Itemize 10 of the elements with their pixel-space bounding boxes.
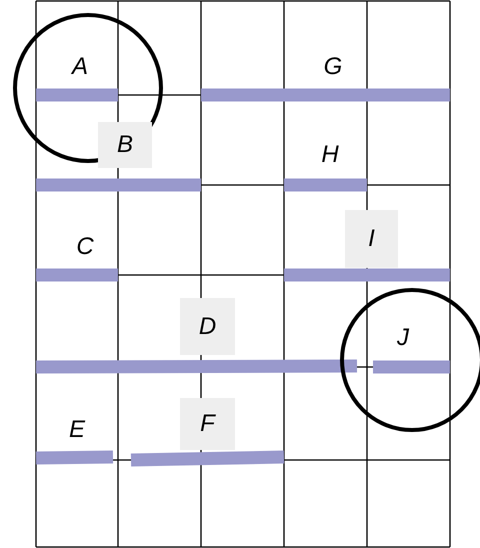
letter-label: H	[321, 143, 339, 167]
letter-label: I	[345, 210, 398, 268]
letter-label: E	[69, 418, 85, 442]
letter-label: D	[180, 298, 235, 355]
letter-label: G	[324, 55, 342, 79]
letter-label: A	[72, 55, 88, 79]
letter-label: B	[98, 122, 152, 168]
letter-label: F	[180, 398, 235, 450]
letter-label: J	[397, 326, 409, 350]
letter-label: C	[76, 235, 94, 259]
